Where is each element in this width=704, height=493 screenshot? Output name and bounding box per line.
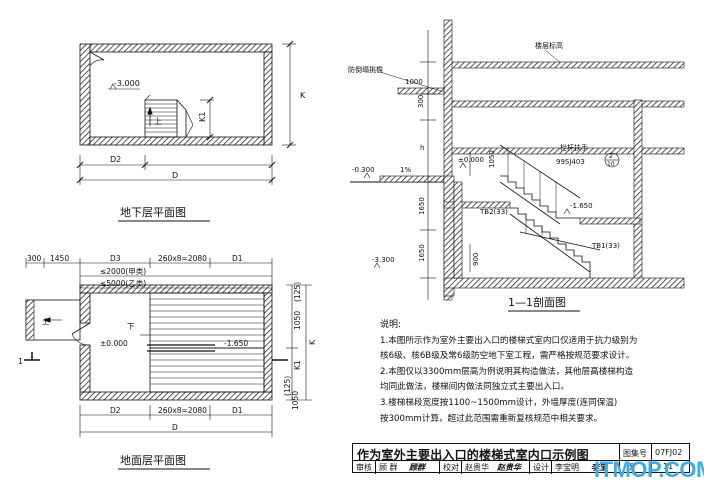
section-tb2: TB2(33): [479, 208, 508, 216]
section-dim-1650a: 1650: [418, 197, 426, 215]
page-number: 11: [663, 462, 674, 471]
ground-dim-260-top: 260x8=2080: [158, 254, 207, 263]
review-label: 审核: [356, 463, 372, 472]
section-label-floor: 楼层标高: [535, 41, 563, 50]
section-elev-1650: -1.650: [570, 202, 593, 210]
title-block: 作为室外主要出入口的楼梯式室内口示例图 图集号 07FJ02 审核 顾 群 顾群…: [352, 443, 690, 474]
section-tb1: TB1(33): [591, 242, 620, 250]
ground-plan-title: 地面层平面图: [120, 454, 186, 467]
ground-elev-0: ±0.000: [100, 339, 128, 348]
ground-dim-1050-b: 1050: [291, 391, 300, 410]
ground-note-b: ≤5000(乙类): [100, 278, 146, 288]
ground-dim-260-bottom: 260x8=2080: [158, 406, 207, 415]
basement-dim-k1: K1: [198, 112, 207, 122]
basement-plan-title: 地下层平面图: [120, 206, 186, 219]
check-signature: 赵贵华: [497, 462, 521, 472]
ground-dim-k1: K1: [293, 360, 302, 370]
notes-line-2: 核6级、核6B级及常6级防空地下室工程，需严格按规范要求设计。: [380, 351, 635, 362]
ground-dim-d: D: [172, 423, 178, 432]
basement-up-label: 上: [154, 117, 162, 126]
ground-dim-d2: D2: [110, 406, 121, 415]
atlas-number: 07FJ02: [655, 448, 683, 457]
ground-dim-125-bottom: (125): [283, 376, 292, 396]
section-1-1: [350, 19, 685, 301]
section-slope: 1%: [400, 166, 411, 174]
ground-plan: [24, 258, 312, 437]
page-label: 页: [627, 463, 635, 472]
notes-line-6: 按300mm计算，超过此范围需重新复核规范中相关要求。: [380, 413, 603, 424]
check-name: 赵贵华: [465, 463, 489, 472]
ground-dim-d1: D1: [232, 254, 243, 263]
notes-line-1: 1.本图所示作为室外主要出入口的楼梯式室内口仅适用于抗力级别为: [380, 335, 638, 346]
section-label-rail: 防倒塌挑檐: [348, 65, 383, 74]
ground-plan-labels: 300 1450 D3 260x8=2080 D1 ≤2000(甲类) ≤500…: [18, 254, 317, 467]
review-signature: 顾群: [409, 462, 425, 472]
section-elev-03: -0.300: [352, 166, 375, 174]
section-title: 1—1剖面图: [508, 295, 566, 309]
design-label: 设计: [533, 463, 549, 472]
section-dim-1000: 1000: [405, 78, 423, 86]
notes-line-4: 均同此做法，楼梯间内做法同独立式主要出入口。: [380, 382, 570, 393]
ground-section-mark: 1: [18, 357, 23, 366]
basement-elev: -3.000: [114, 79, 140, 88]
basement-dim-d2: D2: [110, 155, 121, 164]
ground-dim-125-top: (125): [293, 282, 302, 302]
section-elev-0: ±0.000: [458, 156, 484, 164]
section-rail-ref: 99SJ403: [556, 158, 585, 166]
section-dim-1650b: 1650: [418, 244, 426, 262]
section-labels: 楼层标高 防倒塌挑檐 1000 300 h -0.300 1% ±0.000 1…: [348, 41, 620, 309]
section-dim-900: 900: [472, 253, 480, 266]
notes-line-3: 2.本图仅以3300mm层高为例说明其构造做法，其他层高楼梯构造: [380, 366, 634, 377]
ground-note-a: ≤2000(甲类): [100, 266, 146, 276]
ground-down-label: 下: [127, 322, 135, 331]
drawing-title: 作为室外主要出入口的楼梯式室内口示例图: [357, 448, 589, 462]
ground-dim-k: K: [308, 339, 317, 345]
title-block-signatures: 审核 顾 群 顾群 校对 赵贵华 赵贵华 设计 李宝明 李宝 页 11: [353, 460, 689, 474]
section-dim-1050: 1050: [488, 150, 496, 168]
basement-plan-labels: -3.000 上 D2 D K K1 地下层平面图: [110, 79, 306, 219]
section-circle-top: 2: [609, 153, 613, 160]
watermark-logo: ITMOP.COM: [594, 457, 704, 482]
basement-plan: [76, 40, 296, 185]
ground-dim-d1-bottom: D1: [232, 406, 243, 415]
section-elev-3300: -3.300: [372, 256, 395, 264]
ground-elev-1650: -1.650: [224, 339, 248, 348]
review-name: 顾 群: [379, 463, 398, 472]
ground-dim-d3: D3: [110, 254, 121, 263]
ground-dim-300: 300: [27, 254, 42, 263]
ground-dim-1050: 1050: [293, 311, 302, 330]
section-circle-bot: 10: [607, 161, 615, 168]
section-dim-h: h: [420, 144, 424, 152]
notes-heading: 说明:: [380, 320, 402, 330]
atlas-label: 图集号: [623, 449, 647, 458]
ground-dim-1450: 1450: [50, 254, 69, 263]
notes-line-5: 3.楼梯梯段宽度按1100~1500mm设计，外墙厚度(连同保温): [380, 397, 618, 408]
check-label: 校对: [443, 463, 459, 472]
section-dim-300: 300: [417, 95, 425, 108]
basement-dim-k: K: [300, 91, 306, 100]
design-name: 李宝明: [555, 463, 579, 472]
basement-dim-d: D: [172, 171, 178, 180]
section-rail-label: 栏杆扶手: [560, 143, 588, 152]
design-signature: 李宝: [591, 462, 607, 472]
design-notes: 说明: 1.本图所示作为室外主要出入口的楼梯式室内口仅适用于抗力级别为 核6级、…: [380, 318, 680, 427]
ground-up-label: 上: [42, 317, 50, 326]
